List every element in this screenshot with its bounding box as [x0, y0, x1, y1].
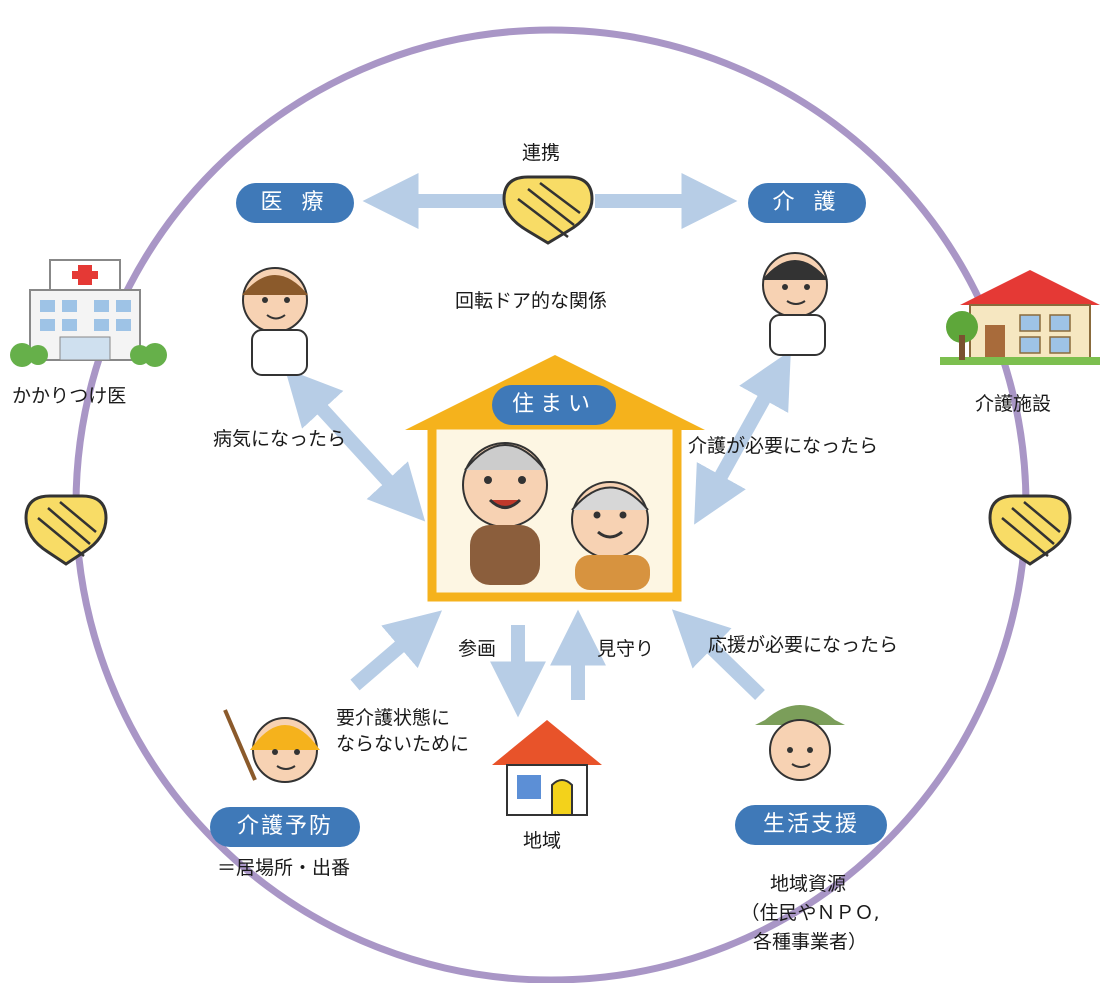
label-resources-3: 各種事業者）	[752, 931, 867, 953]
label-watching: 見守り	[597, 638, 655, 660]
pill-kaigo: 介 護	[748, 183, 866, 223]
label-sick: 病気になったら	[213, 428, 347, 450]
pill-seikatsu: 生活支援	[735, 805, 887, 845]
label-region: 地域	[523, 830, 562, 852]
label-resources-1: 地域資源	[769, 873, 846, 895]
elderly-couple-image	[462, 442, 650, 590]
handshake-icon-top	[502, 175, 594, 245]
label-prevent-2: ならないために	[336, 733, 470, 755]
handshake-icon-right	[988, 494, 1072, 566]
arrow-support	[671, 609, 765, 701]
label-care-needed: 介護が必要になったら	[688, 435, 879, 457]
label-doctor: かかりつけ医	[12, 385, 127, 407]
label-resources-2: （住民やＮＰＯ,	[740, 902, 880, 924]
label-prevent-1: 要介護状態に	[336, 707, 451, 729]
hospital-icon	[10, 259, 167, 367]
supporter-image	[755, 705, 845, 781]
label-partnership: 連携	[522, 142, 561, 164]
care-facility-icon	[940, 270, 1100, 365]
label-ibasho: ＝居場所・出番	[217, 857, 351, 879]
label-facility: 介護施設	[975, 393, 1052, 415]
label-revolving: 回転ドア的な関係	[455, 290, 608, 312]
region-house-icon	[492, 720, 602, 816]
doctor-image	[242, 267, 308, 376]
arrows	[284, 173, 791, 718]
care-worker-image	[762, 252, 828, 356]
home-frame	[405, 355, 705, 602]
arrow-care	[694, 350, 791, 525]
label-support-needed: 応援が必要になったら	[708, 634, 899, 656]
pill-sumai: 住まい	[492, 385, 616, 425]
label-participation: 参画	[458, 638, 497, 660]
pill-iryo: 医 療	[236, 183, 354, 223]
arrow-prevent	[350, 610, 443, 691]
handshake-icon-left	[24, 494, 108, 566]
arrow-sick	[284, 368, 426, 522]
pill-yobo: 介護予防	[210, 807, 360, 847]
teacher-image	[223, 709, 320, 783]
